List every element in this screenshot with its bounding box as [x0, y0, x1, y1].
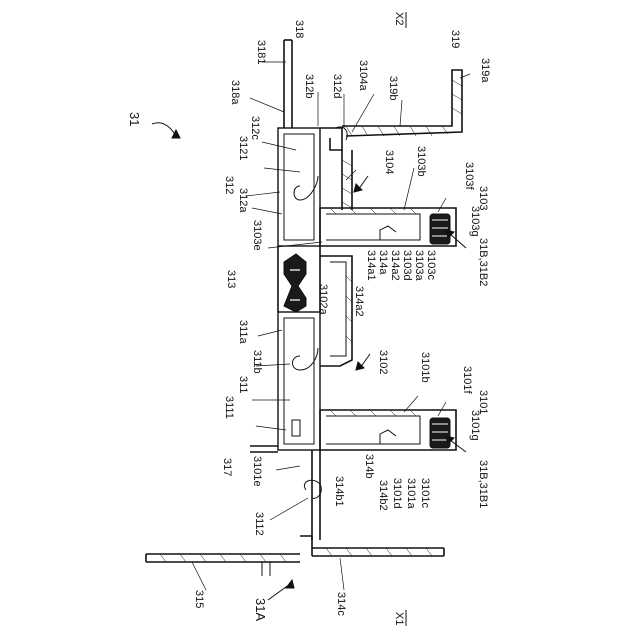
label-311: 311 — [237, 376, 249, 394]
label-312: 312 — [223, 176, 235, 194]
label-3104: 3104 — [383, 150, 395, 174]
gasket-3101g — [430, 418, 450, 448]
leader-lines — [192, 62, 470, 590]
label-3101d: 3101d — [391, 478, 403, 509]
label-313: 313 — [225, 270, 237, 288]
label-3181: 3181 — [255, 40, 267, 64]
chamber-312 — [278, 128, 320, 246]
label-318: 318 — [293, 20, 305, 38]
label-314a2: 314a2 — [389, 250, 401, 281]
label-314b1: 314b1 — [333, 476, 345, 507]
label-312b: 312b — [303, 74, 315, 98]
gasket-3103g — [430, 214, 450, 244]
label-3121: 3121 — [237, 136, 249, 160]
label-31: 31 — [127, 112, 142, 126]
label-3101b: 3101b — [419, 352, 431, 383]
flange-314c — [312, 548, 444, 556]
label-3101a: 3101a — [405, 478, 417, 509]
label-314b2: 314b2 — [377, 480, 389, 511]
label-314b: 314b — [363, 454, 375, 478]
label-X2: X2 — [393, 12, 405, 25]
label-3104a: 3104a — [357, 60, 369, 91]
thermal-break-313 — [278, 246, 320, 312]
label-3103a: 3103a — [413, 250, 425, 281]
label-3101f: 3101f — [461, 366, 473, 394]
label-3102: 3102 — [377, 350, 389, 374]
chamber-311 — [278, 312, 320, 450]
label-3103d: 3103d — [401, 250, 413, 281]
label-X1: X1 — [393, 612, 405, 625]
label-3101e: 3101e — [251, 456, 263, 487]
label-319b: 319b — [387, 76, 399, 100]
label-315: 315 — [193, 590, 205, 608]
label-3103c: 3103c — [425, 250, 437, 280]
frame-outer-wall — [284, 40, 292, 128]
label-311a: 311a — [237, 320, 249, 345]
label-3103f: 3103f — [463, 162, 475, 190]
flange-315 — [146, 554, 300, 576]
label-314a2-b: 314a2 — [353, 286, 365, 317]
label-3103e: 3103e — [251, 220, 263, 251]
label-31A: 31A — [253, 598, 268, 621]
label-311b: 311b — [251, 350, 263, 374]
label-312d: 312d — [331, 74, 343, 98]
stem-3104 — [342, 150, 352, 210]
label-314a: 314a — [377, 250, 389, 275]
label-312a: 312a — [237, 188, 249, 213]
label-319a: 319a — [479, 58, 491, 83]
bead-317 — [250, 446, 278, 452]
label-314a1: 314a1 — [365, 250, 377, 281]
label-312c: 312c — [249, 116, 261, 140]
label-319: 319 — [449, 30, 461, 48]
label-3103b: 3103b — [415, 146, 427, 177]
hook-312d — [320, 127, 347, 150]
label-3101c: 3101c — [419, 478, 431, 508]
label-314c: 314c — [335, 592, 347, 616]
lower-wall — [300, 450, 321, 556]
label-3112: 3112 — [253, 512, 265, 536]
label-31B-31B1: 31B,31B1 — [477, 460, 489, 508]
label-3103g: 3103g — [469, 206, 481, 237]
label-3102a: 3102a — [317, 284, 329, 315]
label-318a: 318a — [229, 80, 241, 105]
label-31B-31B2: 31B,31B2 — [477, 238, 489, 286]
label-3101g: 3101g — [469, 410, 481, 441]
label-317: 317 — [221, 458, 233, 476]
label-3111: 3111 — [223, 396, 235, 419]
